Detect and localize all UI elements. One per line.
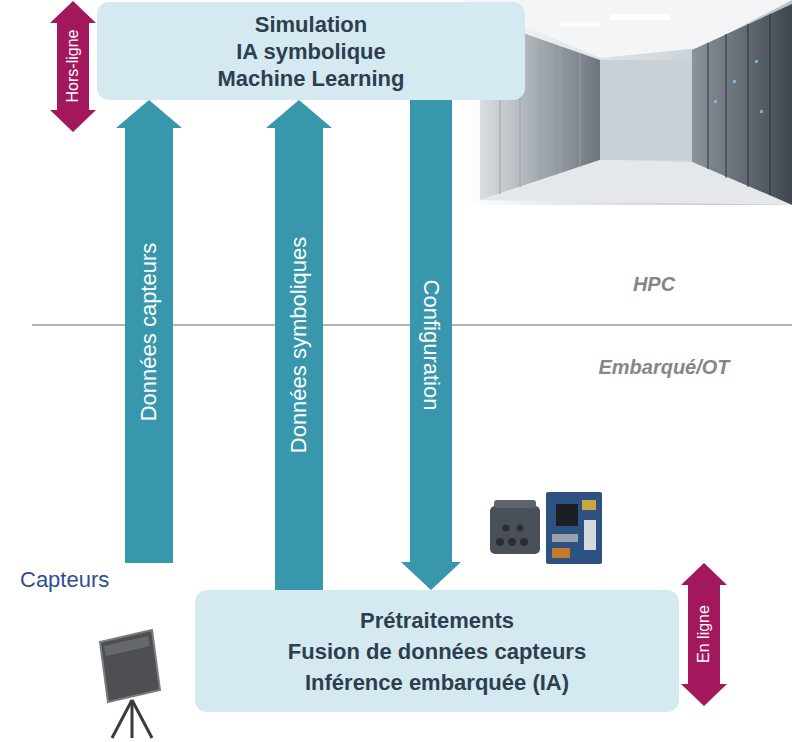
sensor-picture: [100, 630, 160, 738]
flow-arrow: [116, 100, 182, 563]
arrow-label: Configuration: [418, 280, 444, 411]
node-text: Fusion de données capteurs: [288, 636, 586, 667]
node-title: Simulation: [255, 11, 367, 38]
mode-label: En ligne: [694, 605, 714, 663]
flow-arrow: [266, 100, 332, 590]
node-text: Machine Learning: [217, 65, 404, 92]
arrow-label: Données capteurs: [136, 242, 162, 421]
mode-label: Hors-ligne: [63, 30, 83, 103]
double-arrow: [681, 563, 727, 706]
device-picture: [490, 492, 602, 564]
zone-label: Embarqué/OT: [598, 355, 729, 379]
process-box: PrétraitementsFusion de données capteurs…: [195, 590, 679, 712]
process-box: SimulationIA symboliqueMachine Learning: [97, 2, 525, 100]
zone-label: HPC: [633, 272, 675, 296]
arrow-label: Données symboliques: [286, 237, 312, 453]
node-text: IA symbolique: [236, 38, 386, 65]
flow-arrow: [401, 100, 461, 590]
sensors-node: Capteurs: [16, 563, 176, 597]
node-title: Prétraitements: [360, 605, 514, 636]
node-title: Capteurs: [20, 566, 109, 594]
node-text: Inférence embarquée (IA): [305, 667, 569, 698]
double-arrow: [50, 1, 96, 132]
